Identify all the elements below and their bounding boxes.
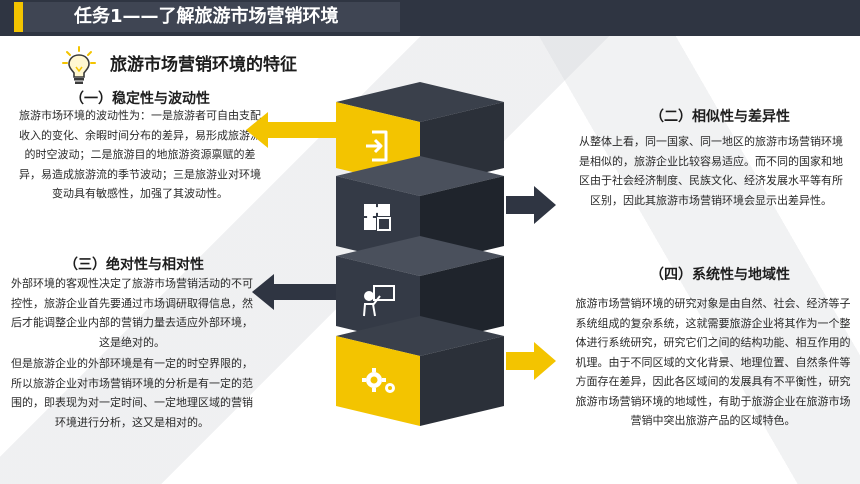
heading-stability: （一）稳定性与波动性 bbox=[70, 91, 210, 107]
arrow-right-yellow bbox=[506, 342, 556, 380]
cube-stack bbox=[336, 82, 504, 426]
arrow-right-dark bbox=[506, 186, 556, 224]
page-title: 任务1——了解旅游市场营销环境 bbox=[74, 6, 339, 27]
section-title: 旅游市场营销环境的特征 bbox=[110, 55, 297, 75]
arrow-left-dark bbox=[252, 274, 344, 310]
text-similarity: 从整体上看，同一国家、同一地区的旅游市场营销环境是相似的，旅游企业比较容易适应。… bbox=[579, 135, 843, 207]
title-tab bbox=[14, 2, 400, 32]
text-absolute-2: 但是旅游企业的外部环境是有一定的时空界限的，所以旅游企业对市场营销环境的分析是有… bbox=[11, 357, 253, 429]
header-bar: 任务1——了解旅游市场营销环境 bbox=[0, 0, 860, 36]
gears-icon bbox=[362, 368, 395, 393]
text-systemic: 旅游市场营销环境的研究对象是由自然、社会、经济等子系统组成的复杂系统，这就需要旅… bbox=[575, 297, 851, 427]
text-absolute-1: 外部环境的客观性决定了旅游市场营销活动的不可控性，旅游企业首先要通过市场调研取得… bbox=[11, 277, 253, 349]
heading-similarity: （二）相似性与差异性 bbox=[650, 109, 790, 125]
arrow-left-yellow bbox=[246, 112, 336, 148]
lightbulb-icon bbox=[62, 46, 96, 84]
puzzle-icon bbox=[364, 204, 391, 231]
heading-absolute: （三）绝对性与相对性 bbox=[64, 257, 204, 273]
presenter-icon bbox=[363, 285, 395, 317]
exit-door-icon bbox=[366, 130, 388, 162]
text-stability: 旅游市场环境的波动性为：一是旅游者可自由支配收入的变化、余暇时间分布的差异，易形… bbox=[19, 109, 261, 200]
cube-yellow-bottom bbox=[336, 316, 504, 426]
cube-dark-upper bbox=[336, 156, 504, 266]
heading-systemic: （四）系统性与地域性 bbox=[650, 267, 790, 283]
